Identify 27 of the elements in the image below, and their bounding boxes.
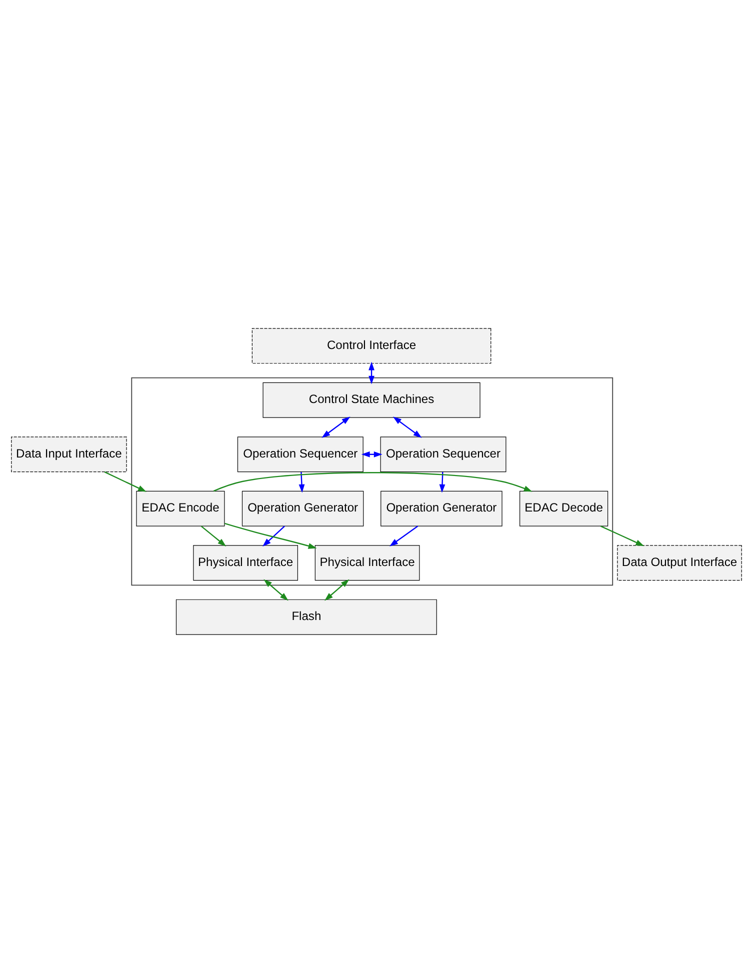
arrow (104, 470, 146, 492)
arrow (298, 472, 305, 492)
arrow (264, 578, 288, 600)
arrow (213, 472, 532, 492)
arrow (439, 472, 446, 492)
node-box: Data Input Interface (11, 436, 127, 472)
node-box: Physical Interface (193, 544, 298, 580)
node-box: Control Interface (252, 328, 492, 364)
arrow (262, 525, 285, 546)
arrow (361, 450, 382, 457)
node-box: Flash (176, 598, 437, 634)
arrow (200, 525, 226, 546)
arrow (324, 578, 350, 600)
node-box: Data Output Interface (617, 544, 742, 580)
arrow (392, 416, 422, 438)
arrow (600, 525, 644, 546)
node-box: EDAC Encode (136, 490, 225, 526)
arrow (224, 522, 317, 548)
node-box: Control State Machines (262, 382, 480, 418)
node-box: Operation Generator (380, 490, 502, 526)
node-box: Operation Sequencer (237, 436, 364, 472)
node-box: Operation Generator (242, 490, 364, 526)
node-box: Physical Interface (314, 544, 420, 580)
arrow (390, 525, 418, 546)
arrow (322, 416, 350, 438)
node-box: Operation Sequencer (380, 436, 506, 472)
node-box: EDAC Decode (520, 490, 608, 526)
